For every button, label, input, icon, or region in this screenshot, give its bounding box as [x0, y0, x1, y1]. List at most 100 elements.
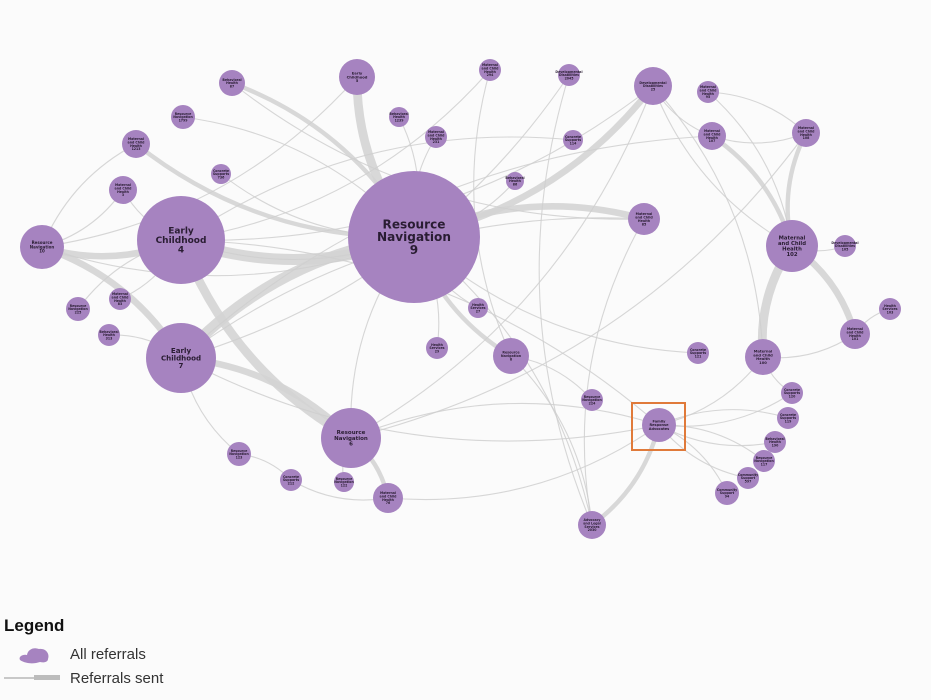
node-circle[interactable] [122, 130, 150, 158]
node-circle[interactable] [171, 105, 195, 129]
node-circle[interactable] [558, 64, 580, 86]
node-circle[interactable] [137, 196, 225, 284]
node-circle[interactable] [792, 119, 820, 147]
node-circle[interactable] [764, 431, 786, 453]
node-circle[interactable] [479, 59, 501, 81]
referral-edge-mch108-to-rn6 [350, 132, 807, 439]
node-circle[interactable] [373, 483, 403, 513]
node-circle[interactable] [227, 442, 251, 466]
node-circle[interactable] [781, 382, 803, 404]
node-circle[interactable] [493, 338, 529, 374]
node-circle[interactable] [766, 220, 818, 272]
node-circle[interactable] [715, 481, 739, 505]
node-circle[interactable] [211, 164, 231, 184]
legend-label-all-referrals: All referrals [70, 645, 146, 663]
node-circle[interactable] [581, 389, 603, 411]
node-circle[interactable] [146, 323, 216, 393]
node-circle[interactable] [777, 407, 799, 429]
node-circle[interactable] [321, 408, 381, 468]
node-circle[interactable] [753, 450, 775, 472]
node-circle[interactable] [879, 298, 901, 320]
node-circle[interactable] [20, 225, 64, 269]
node-circle[interactable] [578, 511, 606, 539]
node-circle[interactable] [425, 126, 447, 148]
node-circle[interactable] [840, 319, 870, 349]
node-circle[interactable] [389, 107, 409, 127]
node-circle[interactable] [468, 298, 488, 318]
node-circle[interactable] [98, 324, 120, 346]
node-circle[interactable] [737, 467, 759, 489]
node-circle[interactable] [280, 469, 302, 491]
node-circle[interactable] [339, 59, 375, 95]
node-circle[interactable] [506, 172, 524, 190]
node-circle[interactable] [66, 297, 90, 321]
node-circle[interactable] [109, 176, 137, 204]
node-circle[interactable] [642, 408, 676, 442]
node-circle[interactable] [219, 70, 245, 96]
node-circle[interactable] [687, 342, 709, 364]
node-circle[interactable] [745, 339, 781, 375]
node-circle[interactable] [109, 288, 131, 310]
node-circle[interactable] [834, 235, 856, 257]
node-circle[interactable] [348, 171, 480, 303]
node-circle[interactable] [698, 122, 726, 150]
node-circle[interactable] [334, 472, 354, 492]
node-circle[interactable] [426, 337, 448, 359]
node-circle[interactable] [628, 203, 660, 235]
node-circle[interactable] [563, 130, 583, 150]
node-circle[interactable] [634, 67, 672, 105]
node-circle[interactable] [697, 81, 719, 103]
